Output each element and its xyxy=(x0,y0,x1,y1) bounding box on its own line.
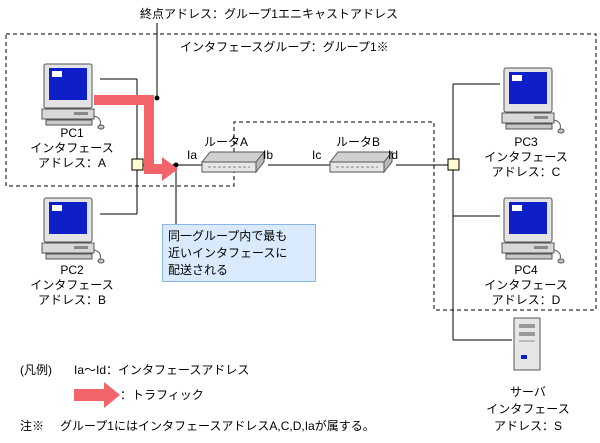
server-name: サーバ xyxy=(510,385,546,399)
pc4-name: PC4 xyxy=(514,263,538,277)
port-ic-label: Ic xyxy=(312,148,322,162)
router-a-label: ルータA xyxy=(204,135,249,149)
pc2-label-line2: アドレス：B xyxy=(37,293,106,307)
endpoint-address-label: 終点アドレス：グループ1エニキャストアドレス xyxy=(140,7,398,21)
network-wires xyxy=(100,23,512,341)
server-label-line2: アドレス：S xyxy=(493,419,562,433)
server-icon xyxy=(513,317,541,371)
pc1-label-line2: アドレス：A xyxy=(37,156,106,170)
router-b-label: ルータB xyxy=(336,135,381,149)
pc1-label-line1: インタフェース xyxy=(30,141,114,155)
pc4-label-line1: インタフェース xyxy=(484,278,568,292)
pc3-label-line1: インタフェース xyxy=(484,150,568,164)
footnote-text: グループ1にはインタフェースアドレスA,C,D,Iaが属する。 xyxy=(60,419,375,433)
pc2-label-line1: インタフェース xyxy=(30,278,114,292)
port-ib-label: Ib xyxy=(263,148,274,162)
ia-marker-dot xyxy=(173,162,179,168)
hub-left xyxy=(131,158,144,171)
pc3-label-line2: アドレス：C xyxy=(491,165,561,179)
server-label-line1: インタフェース xyxy=(486,402,570,416)
legend-ports: Ia～Id：インタフェースアドレス xyxy=(74,363,250,377)
legend-traffic: ：トラフィック xyxy=(120,388,204,402)
endpoint-marker-dot xyxy=(154,95,160,101)
legend-traffic-arrow xyxy=(74,382,120,408)
port-id-label: Id xyxy=(388,148,399,162)
pc3-icon xyxy=(501,67,565,134)
pc3-name: PC3 xyxy=(514,135,538,149)
hub-right xyxy=(447,158,460,171)
pc1-name: PC1 xyxy=(60,126,84,140)
pc2-icon xyxy=(41,197,105,264)
router-b-icon xyxy=(329,151,393,173)
pc2-name: PC2 xyxy=(60,263,84,277)
legend-heading: (凡例) xyxy=(20,363,52,377)
group-label: インタフェースグループ：グループ1※ xyxy=(180,40,389,54)
port-ia-label: Ia xyxy=(187,148,198,162)
pc4-icon xyxy=(501,197,565,264)
callout-box xyxy=(162,224,316,282)
callout-text: 同一グループ内で最も 近いインタフェースに 配送される xyxy=(168,229,288,277)
group-boundary xyxy=(5,33,597,311)
pc4-label-line2: アドレス：D xyxy=(491,293,561,307)
footnote-mark: 注※ xyxy=(20,419,45,433)
traffic-arrow xyxy=(94,95,178,181)
router-a-icon xyxy=(201,151,265,173)
